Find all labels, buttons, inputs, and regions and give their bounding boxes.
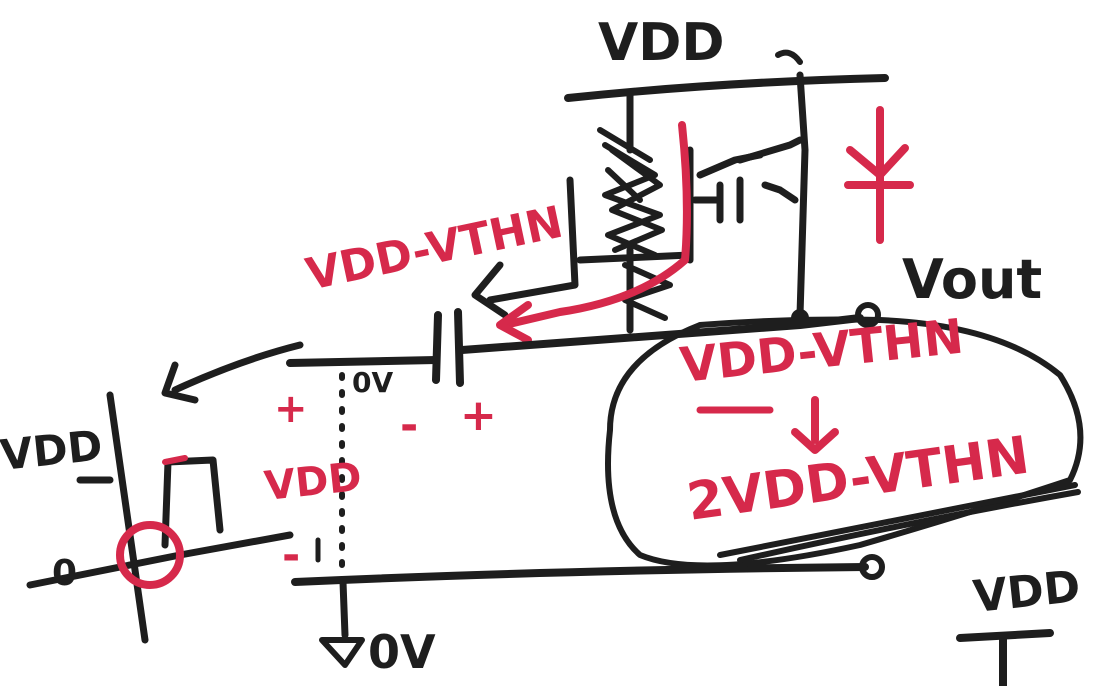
label-plus-left: +: [274, 386, 308, 432]
transistor-stack: [576, 71, 809, 334]
label-plus-cap: +: [460, 390, 497, 441]
left-arrow: [161, 341, 304, 404]
label-vdd-top: VDD: [598, 13, 725, 73]
label-vdd-left-axis: VDD: [0, 421, 105, 480]
input-pulse-waveform: [26, 391, 294, 644]
label-vdd-bottom-right: VDD: [971, 561, 1083, 623]
red-implies-arrow: [696, 396, 839, 454]
label-vdd-red-mid: VDD: [262, 454, 364, 510]
label-2vdd-minus-vthn: 2VDD-VTHN: [683, 426, 1032, 533]
diode-symbol: [844, 106, 914, 244]
label-zero-axis: 0: [52, 553, 77, 594]
voltage-loop: [605, 316, 1084, 569]
label-minus-bottom: -: [282, 530, 300, 581]
ground-rail: [291, 537, 885, 668]
vdd-top-rail: [564, 49, 889, 102]
red-charge-arrow: [496, 121, 691, 344]
label-cap-zero-v: 0V: [352, 366, 393, 399]
vdd-bottom-right-symbol: [956, 629, 1054, 686]
label-vout: Vout: [902, 248, 1042, 311]
gate-feedback-arrow: [471, 176, 579, 319]
label-vdd-minus-vthn-left: VDD-VTHN: [302, 197, 568, 301]
label-minus-cap: -: [400, 400, 418, 451]
label-ground-zero-v: 0V: [368, 625, 436, 679]
